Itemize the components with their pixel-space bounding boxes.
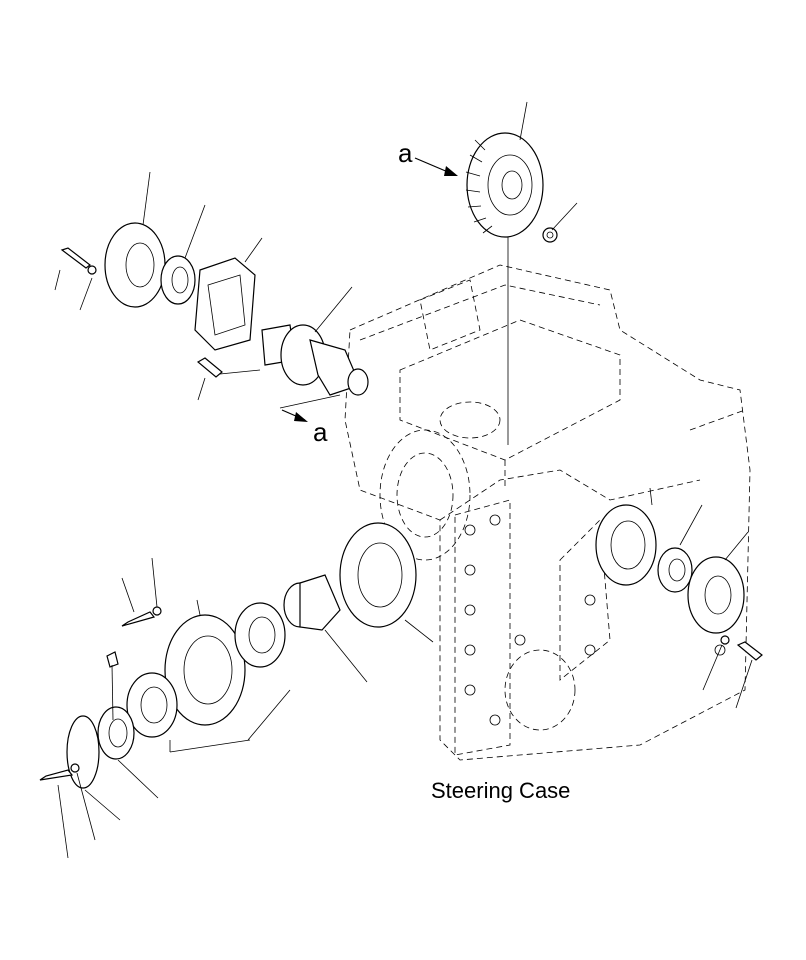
right-washer — [720, 635, 730, 645]
bearing-outer — [234, 602, 286, 668]
top-left-shim — [194, 257, 256, 351]
pin — [106, 651, 119, 668]
bevel-gear — [465, 132, 544, 238]
gear-nut — [542, 227, 558, 243]
right-bolt — [736, 641, 763, 661]
top-left-cover — [104, 222, 166, 308]
shaft-bolt — [196, 357, 223, 378]
lock-nut — [97, 706, 135, 760]
top-left-bearing — [160, 255, 196, 305]
pinion-gear — [283, 574, 341, 631]
housing-bolt-holes — [464, 514, 726, 726]
steering-case-caption: Steering Case — [431, 778, 570, 803]
view-arrow-top — [414, 157, 458, 176]
right-shim — [595, 504, 657, 586]
lower-bolt-upper — [121, 606, 162, 627]
center-shim — [339, 522, 417, 628]
lock-plate — [66, 715, 100, 789]
view-marker-top-label: a — [398, 138, 413, 168]
leader-lines — [54, 101, 753, 859]
cage — [164, 614, 246, 726]
view-marker-mid-label: a — [313, 417, 328, 447]
right-cover — [687, 556, 745, 634]
view-arrow-mid — [279, 394, 341, 422]
right-bearing — [657, 547, 693, 593]
bearing-inner — [126, 672, 178, 738]
top-left-bolt — [60, 247, 97, 275]
pinion-shaft — [261, 324, 369, 396]
lower-bolt-lower — [39, 763, 80, 781]
steering-case-housing — [344, 264, 751, 761]
